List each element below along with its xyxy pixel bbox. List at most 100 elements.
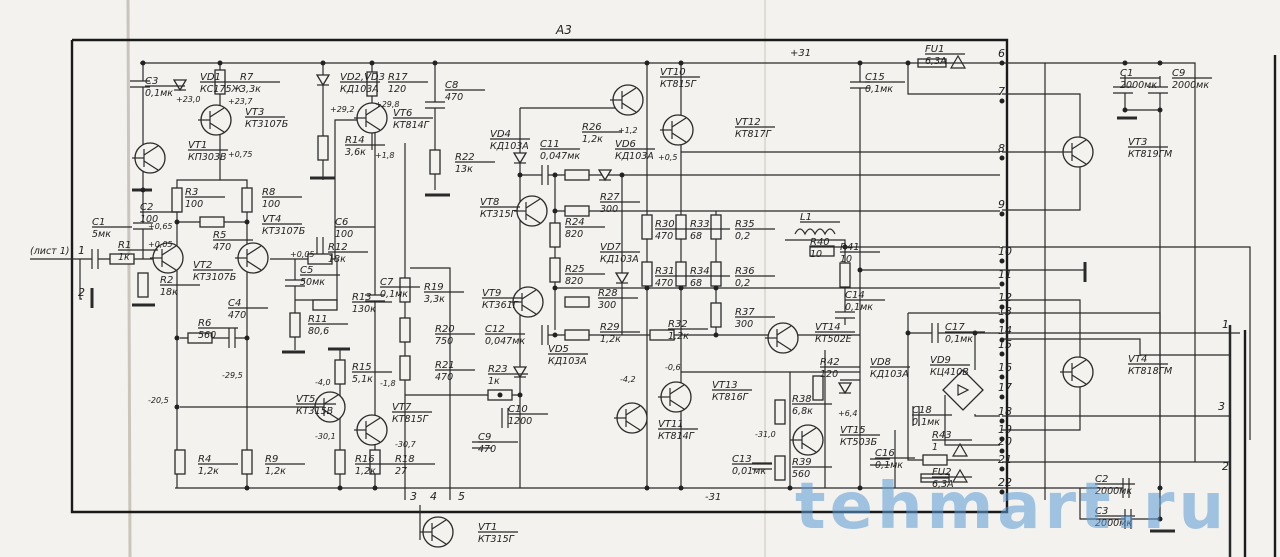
connector-label: 2 xyxy=(78,286,85,299)
transistor-symbol xyxy=(312,391,346,423)
junction-dot xyxy=(1157,516,1163,522)
component-ref: VT3 xyxy=(1128,137,1147,148)
component-ref: VD6 xyxy=(615,139,636,150)
resistor-symbol xyxy=(922,454,948,466)
component-value: 120 xyxy=(388,84,406,95)
component-value: КД103А xyxy=(548,356,587,367)
component-ref: C14 xyxy=(845,290,865,301)
component-value: 470 xyxy=(655,231,673,242)
junction-dot xyxy=(244,219,250,225)
component-ref: R16 xyxy=(355,454,375,465)
voltage-label: -30,1 xyxy=(315,432,336,441)
junction-dot xyxy=(1122,107,1128,113)
junction-dot xyxy=(644,485,650,491)
component-ref: R7 xyxy=(240,72,254,83)
transistor-symbol xyxy=(658,381,692,413)
component-value: 100 xyxy=(335,229,353,240)
resistor-symbol xyxy=(317,135,329,161)
component-value: КТ816Г xyxy=(712,392,749,403)
component-value: 1к xyxy=(488,376,500,387)
component-value: 3,6к xyxy=(345,147,366,158)
junction-dot xyxy=(174,219,180,225)
component-value: 130к xyxy=(352,304,376,315)
component-value: КТ3107Б xyxy=(245,119,289,130)
component-value: 470 xyxy=(478,444,496,455)
resistor-symbol xyxy=(564,205,590,217)
capacitor-symbol xyxy=(1148,86,1168,94)
rail-plus-label: +31 xyxy=(790,48,811,59)
capacitor-symbol xyxy=(870,458,890,466)
component-value: КС175Ж xyxy=(200,84,243,95)
transistor-symbol xyxy=(150,242,184,274)
junction-dot xyxy=(217,60,223,66)
component-value: 1,2к xyxy=(668,331,689,342)
terminal-label: 8 xyxy=(998,142,1005,155)
component-ref: R41 xyxy=(840,242,860,253)
voltage-label: +0,65 xyxy=(148,222,173,231)
component-value: КТ815Г xyxy=(392,414,429,425)
component-value: 470 xyxy=(445,92,463,103)
terminal-dot xyxy=(999,374,1005,380)
resistor-symbol xyxy=(171,187,183,213)
connector-label: 3 xyxy=(1218,400,1225,413)
resistor-symbol xyxy=(187,332,213,344)
component-ref: R14 xyxy=(345,135,365,146)
terminal-dot xyxy=(999,281,1005,287)
resistor-symbol xyxy=(307,253,333,265)
diode-symbol xyxy=(315,74,331,87)
junction-dot xyxy=(1122,60,1128,66)
terminal-label: 6 xyxy=(998,47,1005,60)
resistor-symbol xyxy=(564,329,590,341)
component-value: 470 xyxy=(435,372,453,383)
component-value: 100 xyxy=(185,199,203,210)
component-ref: C13 xyxy=(732,454,752,465)
resistor-symbol xyxy=(564,296,590,308)
component: R41,2к xyxy=(198,454,238,477)
component-ref: FU2 xyxy=(932,467,951,478)
component-ref: C9 xyxy=(478,432,491,443)
component-ref: R9 xyxy=(265,454,278,465)
terminal-dot xyxy=(999,394,1005,400)
connector-label: 2 xyxy=(1222,460,1229,473)
component-value: КТ3107Б xyxy=(262,226,306,237)
component: L1 xyxy=(800,212,840,223)
capacitor-symbol xyxy=(501,408,509,428)
resistor-symbol xyxy=(774,455,786,481)
component-ref: R15 xyxy=(352,362,372,373)
resistor-symbol xyxy=(641,261,653,287)
terminal-label: 7 xyxy=(998,85,1005,98)
component-ref: R31 xyxy=(655,266,675,277)
component-value: КТ817Г xyxy=(735,129,772,140)
component-value: 0,2 xyxy=(735,231,750,242)
junction-dot xyxy=(857,485,863,491)
component-ref: L1 xyxy=(800,212,812,223)
component-symbols xyxy=(91,58,1168,548)
resistor-symbol xyxy=(399,277,411,303)
junction-dot xyxy=(369,60,375,66)
component-ref: C2 xyxy=(140,202,153,213)
component-value: 0,1мк xyxy=(845,302,873,313)
component-ref: VD1 xyxy=(200,72,221,83)
junction-dot xyxy=(552,208,558,214)
resistor-symbol xyxy=(334,359,346,385)
component-ref: R17 xyxy=(388,72,408,83)
